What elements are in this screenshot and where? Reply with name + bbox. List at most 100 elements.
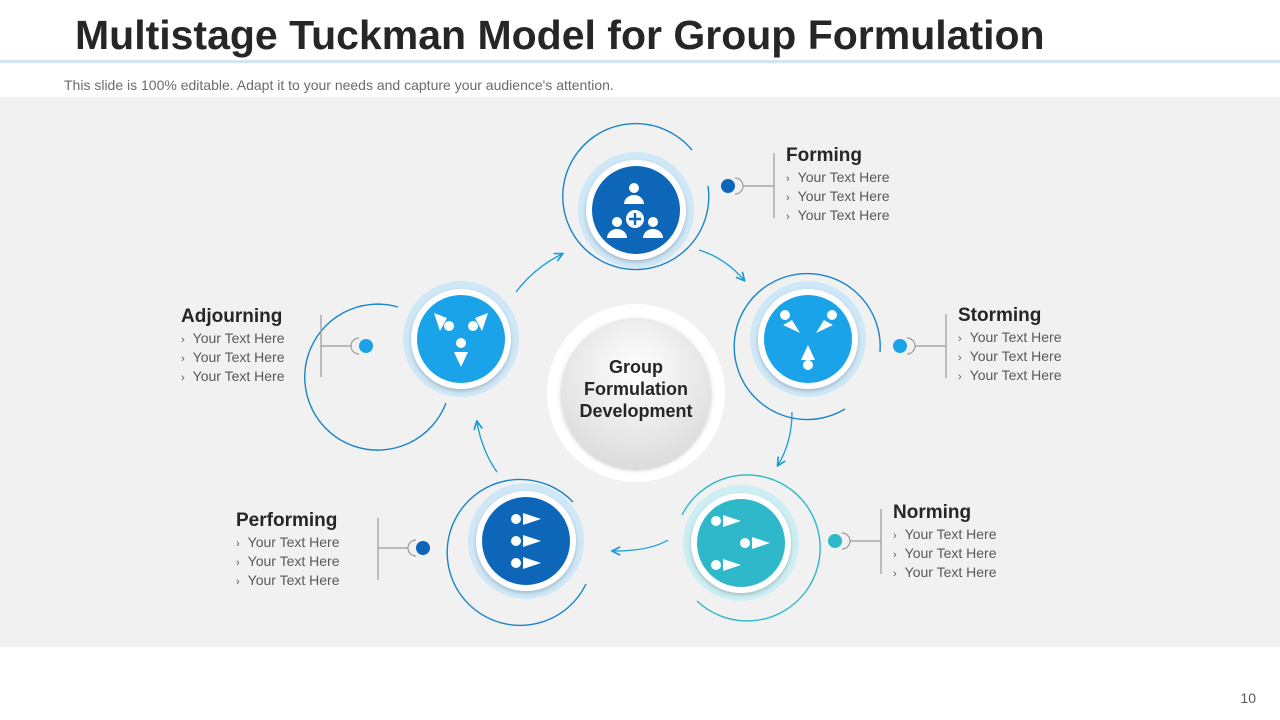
bullet-text: Your Text Here: [969, 348, 1062, 364]
stage-title: Norming: [893, 502, 972, 523]
center-hub: [547, 304, 725, 482]
stage-label-storming: Storming › Your Text Here › Your Text Here…: [958, 305, 1062, 386]
center-label-line: Group: [609, 357, 663, 377]
callout-adjourning: [320, 315, 373, 377]
chevron-icon: ›: [181, 334, 185, 346]
stage-label-forming: Forming › Your Text Here › Your Text Here …: [786, 145, 890, 226]
chevron-icon: ›: [236, 538, 240, 550]
bullet-text: Your Text Here: [797, 207, 890, 223]
stage-label-performing: Performing › Your Text Here › Your Text He…: [236, 510, 340, 591]
chevron-icon: ›: [893, 530, 897, 542]
stage-title: Performing: [236, 510, 338, 531]
bullet-item: › Your Text Here: [958, 367, 1062, 386]
chevron-icon: ›: [236, 576, 240, 588]
slide-subtitle: This slide is 100% editable. Adapt it to…: [64, 77, 614, 93]
chevron-icon: ›: [786, 192, 790, 204]
arrow-adjourning-to-forming: [515, 254, 562, 293]
bullet-text: Your Text Here: [797, 188, 890, 204]
outer-ring-arc: [562, 122, 710, 271]
bullet-item: › Your Text Here: [236, 572, 340, 591]
bullet-text: Your Text Here: [969, 329, 1062, 345]
stage-label-norming: Norming ›Your Text Here ›Your Text Here …: [893, 502, 997, 583]
bullet-item: › Your Text Here: [181, 330, 285, 349]
stage-title: Storming: [958, 305, 1042, 326]
stage-bullet-list: › Your Text Here › Your Text Here › Your Te…: [786, 169, 890, 226]
outer-ring-arc: [681, 474, 821, 622]
bullet-text: Your Text Here: [797, 169, 890, 185]
bullet-text: Your Text Here: [969, 367, 1062, 383]
chevron-icon: ›: [181, 372, 185, 384]
bullet-text: Your Text Here: [904, 564, 997, 580]
bullet-item: › Your Text Here: [181, 368, 285, 387]
chevron-icon: ›: [893, 549, 897, 561]
bullet-item: › Your Text Here: [893, 545, 997, 564]
bullet-text: Your Text Here: [192, 349, 285, 365]
converging-arrows-icon: [780, 310, 837, 370]
callout-performing: [377, 518, 430, 580]
center-label-line: Formulation: [584, 379, 688, 399]
bullet-item: › Your Text Here: [893, 526, 997, 545]
stage-circle: [592, 166, 680, 254]
callout-dot: [721, 179, 735, 193]
chevron-icon: ›: [786, 211, 790, 223]
bullet-text: Your Text Here: [904, 545, 997, 561]
arrow-storming-to-norming: [778, 411, 793, 465]
slide-title: Multistage Tuckman Model for Group Formu…: [75, 12, 1045, 58]
outer-ring-arc: [304, 303, 447, 451]
bullet-item: › Your Text Here: [236, 534, 340, 553]
bullet-item: ›Your Text Here: [893, 564, 997, 583]
chevron-icon: ›: [786, 173, 790, 185]
bullet-item: › Your Text Here: [786, 169, 890, 188]
stage-node-forming: [562, 122, 710, 271]
stage-label-adjourning: Adjourning › Your Text Here › Your Text He…: [181, 306, 285, 387]
stage-node-norming: [681, 474, 821, 622]
stage-title: Forming: [786, 145, 862, 166]
chevron-icon: ›: [958, 333, 962, 345]
flow-arrows-icon: [711, 515, 770, 571]
bullet-text: Your Text Here: [247, 572, 340, 588]
callout-dot: [828, 534, 842, 548]
callout-norming: [828, 509, 882, 574]
chevron-icon: ›: [236, 557, 240, 569]
diverging-arrows-icon: [434, 313, 488, 367]
chevron-icon: ›: [958, 371, 962, 383]
arrow-forming-to-storming: [698, 249, 744, 280]
arrow-norming-to-performing: [613, 539, 669, 551]
chevron-icon: ›: [181, 353, 185, 365]
bullet-text: Your Text Here: [904, 526, 997, 542]
stage-bullet-list: ›Your Text Here ›Your Text Here ›Your Te…: [893, 526, 997, 583]
bullet-item: › Your Text Here: [786, 207, 890, 226]
bullet-text: Your Text Here: [247, 534, 340, 550]
page-number: 10: [1240, 690, 1256, 706]
title-underline: [0, 60, 1280, 63]
stage-node-storming: [733, 272, 881, 421]
bullet-item: › Your Text Here: [958, 329, 1062, 348]
callout-dot: [416, 541, 430, 555]
outer-ring-arc: [733, 272, 881, 421]
chevron-icon: ›: [958, 352, 962, 364]
callout-forming: [721, 153, 775, 218]
callout-dot: [893, 339, 907, 353]
bullet-item: › Your Text Here: [236, 553, 340, 572]
bullet-text: Your Text Here: [192, 330, 285, 346]
arrow-performing-to-adjourning: [477, 422, 498, 473]
bullet-item: › Your Text Here: [786, 188, 890, 207]
parallel-arrows-icon: [511, 513, 541, 569]
stage-node-performing: [446, 478, 587, 627]
cycle-arrows: [477, 249, 793, 551]
stage-title: Adjourning: [181, 306, 283, 327]
center-label: Group Formulation Development: [563, 356, 709, 422]
stage-node-adjourning: [304, 281, 519, 451]
stage-bullet-list: › Your Text Here › Your Text Here › Your Te…: [958, 329, 1062, 386]
bullet-text: Your Text Here: [192, 368, 285, 384]
callout-dot: [359, 339, 373, 353]
bullet-item: › Your Text Here: [181, 349, 285, 368]
stage-bullet-list: › Your Text Here › Your Text Here › Your Te…: [236, 534, 340, 591]
bullet-item: › Your Text Here: [958, 348, 1062, 367]
stage-bullet-list: › Your Text Here › Your Text Here › Your Te…: [181, 330, 285, 387]
team-add-icon: [607, 183, 663, 238]
bullet-text: Your Text Here: [247, 553, 340, 569]
outer-ring-arc: [446, 478, 587, 627]
center-label-line: Development: [579, 401, 693, 421]
